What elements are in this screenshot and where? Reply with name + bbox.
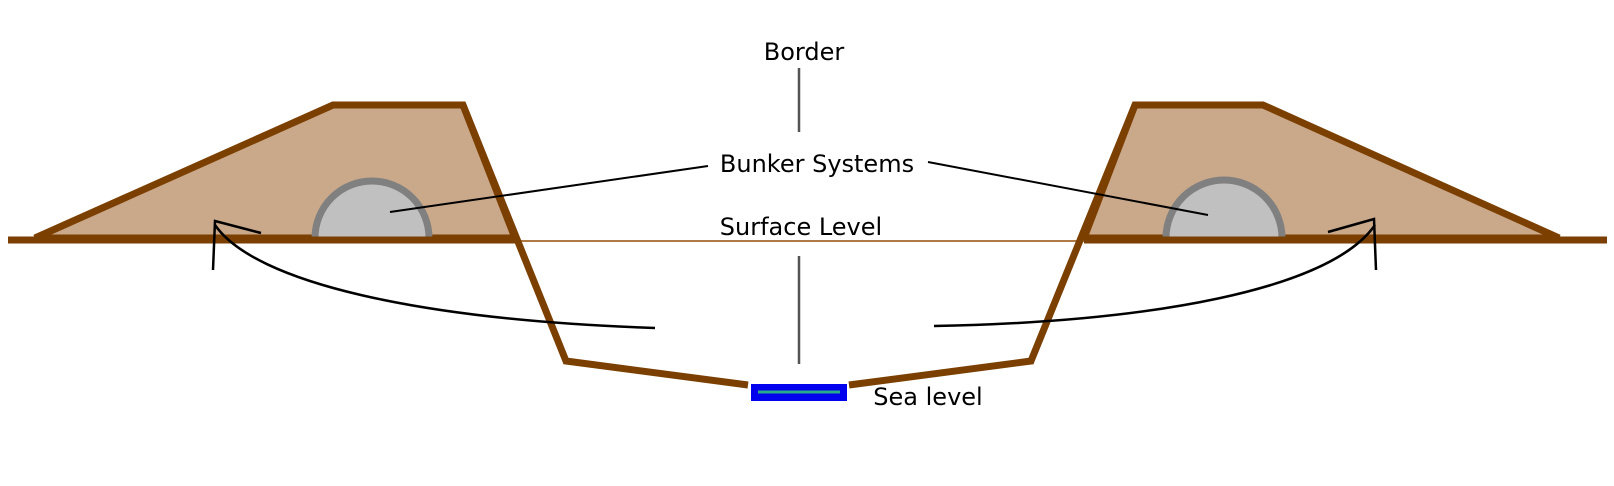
bunker-pointer-left <box>389 165 709 213</box>
left-berm <box>33 101 521 242</box>
sea-level-label: Sea level <box>873 383 982 411</box>
left-bunker <box>311 177 433 239</box>
surface-level-label: Surface Level <box>720 213 882 241</box>
curved-arrow-up-right-icon <box>933 217 1378 328</box>
right-berm <box>1078 101 1561 242</box>
right-bunker <box>1162 176 1286 239</box>
bunker-systems-label: Bunker Systems <box>720 150 914 178</box>
curved-arrow-up-left-icon <box>211 219 656 330</box>
bunker-pointer-right <box>927 161 1209 216</box>
trench-outline-right <box>848 103 1139 389</box>
trench-outline <box>459 103 749 389</box>
border-label: Border <box>764 38 845 66</box>
